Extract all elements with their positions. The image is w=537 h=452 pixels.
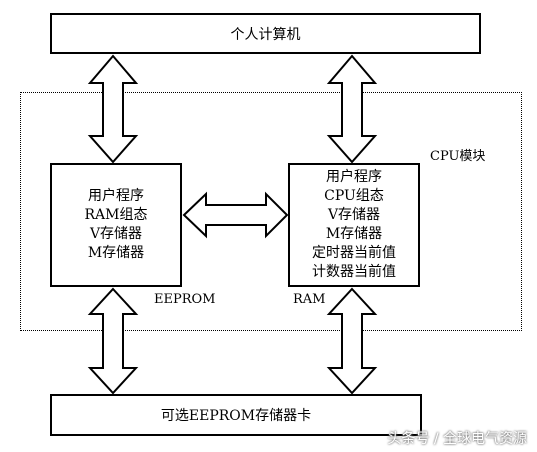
watermark: 头条号 / 全球电气资源: [387, 431, 527, 447]
cpu-module-boundary: [20, 92, 522, 331]
eeprom-card-box: 可选EEPROM存储器卡: [50, 394, 422, 436]
arrow-pc-eeprom: [87, 54, 139, 164]
eeprom-label: EEPROM: [154, 292, 216, 307]
ram-line-v-memory: V存储器: [327, 207, 381, 223]
eeprom-line-user-program: 用户程序: [88, 188, 144, 204]
pc-label: 个人计算机: [230, 26, 301, 43]
ram-line-cpu-config: CPU组态: [324, 188, 384, 204]
ram-line-timer-value: 定时器当前值: [312, 245, 396, 261]
arrow-eeprom-ram: [182, 191, 289, 239]
eeprom-box: 用户程序 RAM组态 V存储器 M存储器: [50, 163, 182, 287]
eeprom-line-v-memory: V存储器: [89, 226, 143, 242]
ram-line-user-program: 用户程序: [326, 169, 382, 185]
ram-box: 用户程序 CPU组态 V存储器 M存储器 定时器当前值 计数器当前值: [288, 163, 420, 287]
ram-line-counter-value: 计数器当前值: [312, 264, 396, 280]
cpu-module-label: CPU模块: [430, 149, 486, 164]
eeprom-card-label: 可选EEPROM存储器卡: [160, 408, 312, 424]
ram-line-m-memory: M存储器: [325, 226, 383, 242]
ram-label: RAM: [293, 292, 326, 307]
eeprom-line-m-memory: M存储器: [87, 245, 145, 261]
arrow-pc-ram: [326, 54, 378, 164]
arrow-ram-card: [326, 287, 378, 395]
pc-box: 个人计算机: [50, 13, 481, 54]
eeprom-line-ram-config: RAM组态: [84, 207, 148, 223]
arrow-eeprom-card: [87, 287, 139, 395]
